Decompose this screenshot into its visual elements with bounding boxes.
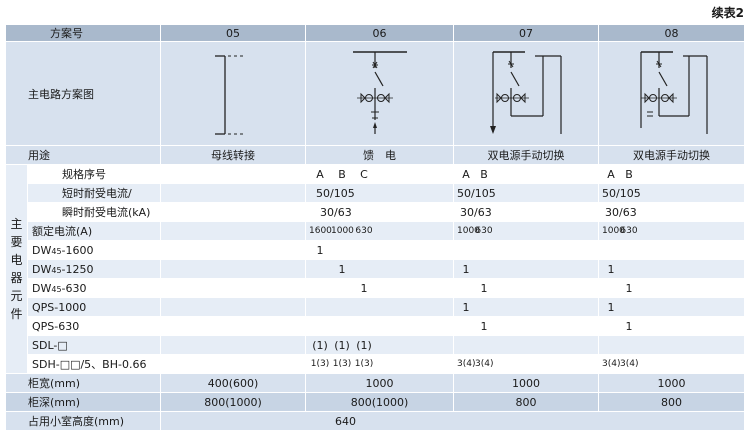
rated-current-label: 额定电流(A) bbox=[27, 221, 161, 241]
table-row: DW45-1250 1 1 1 bbox=[6, 259, 745, 279]
feeder-diagram bbox=[352, 50, 407, 134]
table-row: DW45-1600 1 bbox=[6, 240, 745, 260]
sdh-label: SDH-□□/5、BH-0.66 bbox=[27, 354, 161, 374]
qps-630-label: QPS-630 bbox=[27, 316, 161, 336]
table-row: SDL-□ (1)(1)(1) bbox=[6, 335, 745, 355]
qps-1000-label: QPS-1000 bbox=[27, 297, 161, 317]
scheme-06-diagram bbox=[305, 41, 454, 146]
dw45-1600-label: DW45-1600 bbox=[27, 240, 161, 260]
scheme-07-short-time: 50/105 bbox=[453, 183, 599, 203]
scheme-08-instant: 30/63 bbox=[598, 202, 745, 222]
table-row: 短时耐受电流/ 50/105 50/105 50/105 bbox=[6, 183, 745, 203]
table-row: QPS-1000 1 1 bbox=[6, 297, 745, 317]
spec-no-label: 规格序号 bbox=[27, 164, 161, 184]
compartment-height-row: 占用小室高度(mm) 640 bbox=[5, 411, 745, 431]
scheme-07-usage: 双电源手动切换 bbox=[453, 145, 599, 165]
cabinet-depth-label: 柜深(mm) bbox=[5, 392, 161, 412]
diagram-row: 主电路方案图 bbox=[5, 41, 745, 146]
diagram-row-label: 主电路方案图 bbox=[5, 41, 161, 146]
dw45-630-label: DW45-630 bbox=[27, 278, 161, 298]
table-row: 瞬时耐受电流(kA) 30/63 30/63 30/63 bbox=[6, 202, 745, 222]
cabinet-width-row: 柜宽(mm) 400(600) 1000 1000 1000 bbox=[5, 373, 745, 393]
scheme-08-short-time: 50/105 bbox=[598, 183, 745, 203]
table-row: QPS-630 1 1 bbox=[6, 316, 745, 336]
scheme-08-rated-current: 1000630 bbox=[598, 221, 745, 241]
header-row: 方案号 05 06 07 08 bbox=[5, 24, 745, 42]
short-time-current-label: 短时耐受电流/ bbox=[27, 183, 161, 203]
scheme-05-header: 05 bbox=[160, 24, 306, 42]
scheme-07-header: 07 bbox=[453, 24, 599, 42]
scheme-06-header: 06 bbox=[305, 24, 454, 42]
scheme-08-header: 08 bbox=[598, 24, 745, 42]
table-row: SDH-□□/5、BH-0.66 1(3)1(3)1(3) 3(4)3(4) 3… bbox=[6, 354, 745, 374]
instant-current-label: 瞬时耐受电流(kA) bbox=[27, 202, 161, 222]
scheme-07-diagram bbox=[453, 41, 599, 146]
scheme-06-instant: 30/63 bbox=[305, 202, 454, 222]
usage-label: 用途 bbox=[5, 145, 161, 165]
scheme-06-short-time: 50/105 bbox=[305, 183, 454, 203]
compartment-height-label: 占用小室高度(mm) bbox=[5, 411, 161, 431]
usage-row: 用途 母线转接 馈 电 双电源手动切换 双电源手动切换 bbox=[5, 145, 745, 165]
cabinet-depth-row: 柜深(mm) 800(1000) 800(1000) 800 800 bbox=[5, 392, 745, 412]
dual-power-manual-diagram-08 bbox=[639, 50, 708, 134]
cabinet-width-label: 柜宽(mm) bbox=[5, 373, 161, 393]
scheme-07-instant: 30/63 bbox=[453, 202, 599, 222]
scheme-08-usage: 双电源手动切换 bbox=[598, 145, 745, 165]
scheme-spec-table: 方案号 05 06 07 08 主电路方案图 bbox=[5, 24, 745, 431]
table-row: DW45-630 1 1 1 bbox=[6, 278, 745, 298]
busbar-transfer-diagram bbox=[215, 54, 245, 135]
dual-power-manual-diagram-07 bbox=[490, 50, 562, 134]
continuation-label: 续表2 bbox=[711, 6, 744, 20]
scheme-07-rated-current: 1000630 bbox=[453, 221, 599, 241]
scheme-06-usage: 馈 电 bbox=[305, 145, 454, 165]
scheme-08-diagram bbox=[598, 41, 745, 146]
scheme-05-diagram bbox=[160, 41, 306, 146]
scheme-05-usage: 母线转接 bbox=[160, 145, 306, 165]
sdl-label: SDL-□ bbox=[27, 335, 161, 355]
header-label: 方案号 bbox=[5, 24, 161, 42]
main-components-side-label: 主要电器元件 bbox=[5, 164, 28, 374]
compartment-height-value: 640 bbox=[160, 411, 745, 431]
dw45-1250-label: DW45-1250 bbox=[27, 259, 161, 279]
